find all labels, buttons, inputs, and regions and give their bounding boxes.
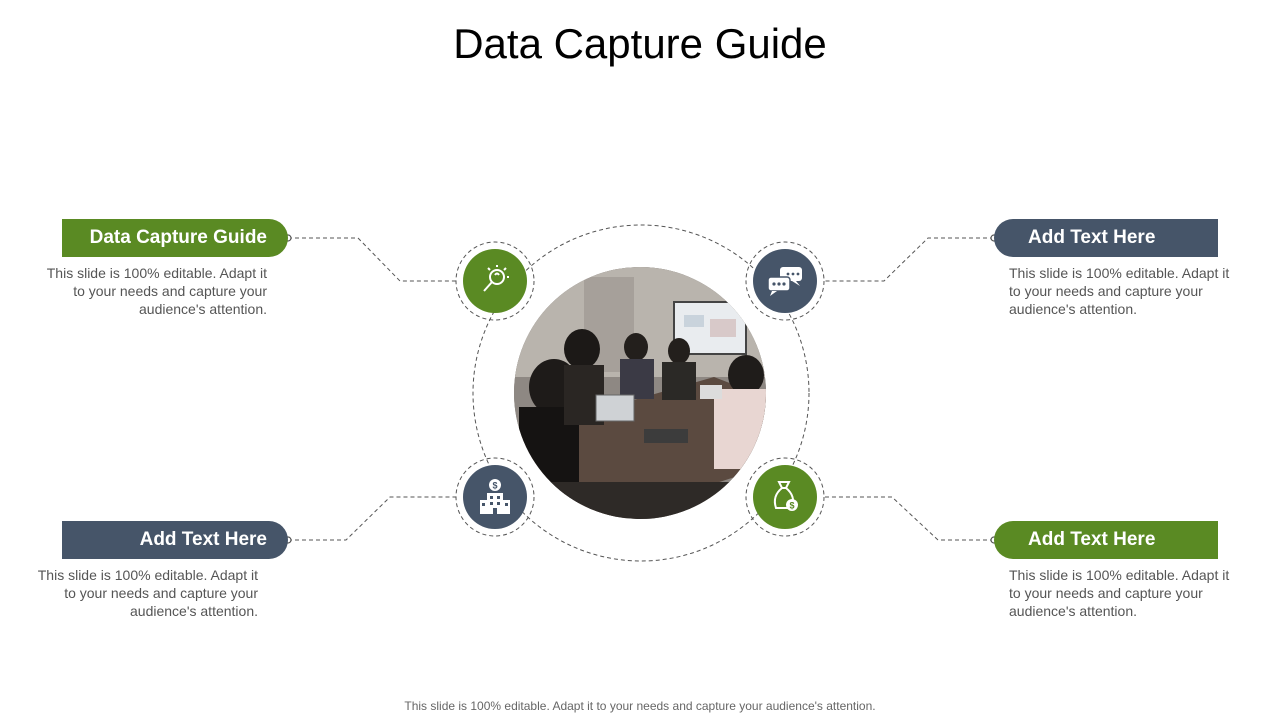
footer-note: This slide is 100% editable. Adapt it to… — [404, 699, 876, 713]
item-1-description: This slide is 100% editable. Adapt it to… — [46, 265, 267, 317]
item-4-description: This slide is 100% editable. Adapt it to… — [1009, 567, 1230, 619]
item-1-label: Data Capture Guide — [62, 219, 288, 257]
item-3-description: This slide is 100% editable. Adapt it to… — [37, 567, 258, 619]
chat-bubbles-icon — [753, 249, 817, 313]
connector-bottom-right — [824, 496, 994, 541]
bank-building-dollar-icon: $ — [463, 465, 527, 529]
item-2-label: Add Text Here — [994, 219, 1218, 257]
lightbulb-magnifier-icon — [463, 249, 527, 313]
connector-top-right — [824, 237, 994, 282]
item-3-label: Add Text Here — [62, 521, 288, 559]
connector-top-left — [288, 237, 456, 282]
svg-text:$: $ — [492, 481, 497, 491]
money-bag-tag-icon: $ — [753, 465, 817, 529]
connector-bottom-left — [288, 496, 456, 541]
item-4-label: Add Text Here — [994, 521, 1218, 559]
outer-dashed-ring — [472, 224, 810, 562]
meeting-photo — [514, 267, 766, 519]
svg-text:$: $ — [789, 501, 794, 511]
item-2-description: This slide is 100% editable. Adapt it to… — [1009, 265, 1230, 317]
slide-title: Data Capture Guide — [453, 20, 827, 67]
